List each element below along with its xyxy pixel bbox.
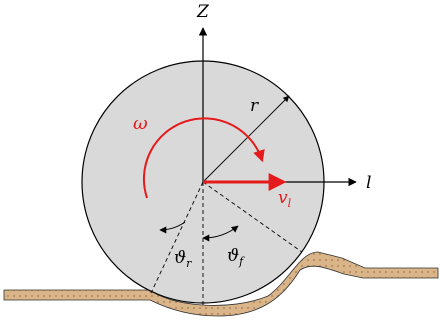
radius-label: r: [250, 96, 259, 116]
front-angle-line: [202, 181, 303, 253]
theta-r-arc: [159, 221, 186, 234]
omega-rotation-arrow: [142, 117, 265, 199]
theta-f-arc: [202, 225, 239, 242]
z-axis-label: Z: [196, 2, 210, 22]
theta-f-label: ϑf: [227, 246, 245, 268]
radius-line: [202, 95, 290, 183]
velocity-label: vl: [278, 188, 292, 210]
l-axis-label: l: [366, 173, 371, 193]
omega-label: ω: [133, 113, 148, 134]
theta-r-label: ϑr: [174, 248, 192, 270]
soil-terrain: [3, 251, 439, 317]
